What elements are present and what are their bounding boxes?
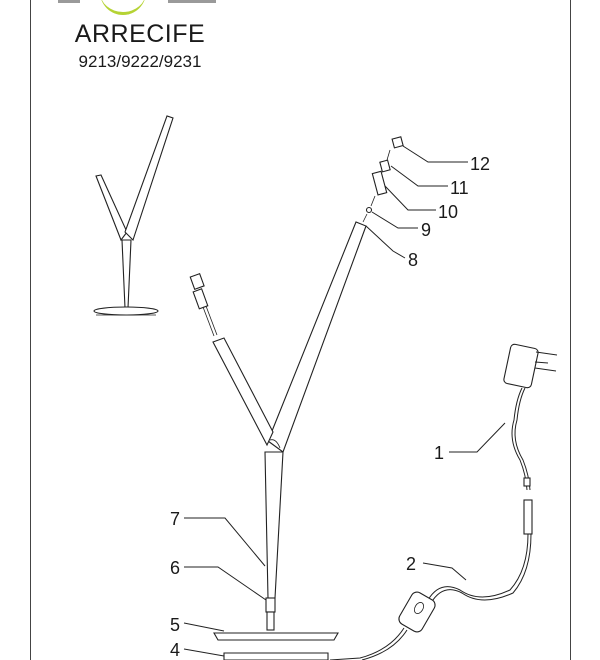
callout-6: 6: [170, 558, 180, 578]
part-12-cap: [391, 136, 404, 149]
callout-2: 2: [406, 554, 416, 574]
part-4-base: [223, 652, 329, 660]
part-5-base-plate: [213, 632, 339, 641]
preview-lamp: [93, 115, 174, 316]
power-cord: [419, 533, 529, 613]
callout-10: 10: [438, 202, 458, 222]
callout-5: 5: [170, 615, 180, 635]
lamp-left-arm: [212, 337, 274, 447]
callout-8: 8: [408, 250, 418, 270]
stem-connector: [265, 597, 276, 613]
logo-mark-right: [168, 0, 216, 3]
adapter-body: [503, 343, 539, 389]
callout-12: 12: [470, 154, 490, 174]
callout-4: 4: [170, 640, 180, 660]
left-led-module: [189, 272, 218, 337]
part-9-ring: [365, 206, 373, 214]
adapter-cable: [511, 387, 528, 491]
part-10-driver: [371, 170, 388, 196]
preview-lamp-stem: [121, 239, 132, 309]
adapter-plug-tip: [523, 477, 531, 487]
lamp-right-arm: [267, 221, 367, 453]
callout-11: 11: [450, 178, 469, 198]
inline-switch: [398, 591, 436, 633]
main-lamp: [189, 221, 367, 631]
power-adapter: [329, 343, 558, 660]
logo-arc: [100, 0, 146, 15]
preview-lamp-base: [93, 306, 159, 316]
part-11-led: [379, 159, 391, 173]
model-codes: 9213/9222/9231: [78, 52, 202, 71]
preview-lamp-right-arm: [124, 115, 174, 242]
exploded-head-parts: [362, 136, 404, 223]
page-border-left: [30, 0, 31, 660]
leader-lines: [183, 145, 506, 657]
callout-7: 7: [170, 509, 180, 529]
callout-labels: 12 11 10 9 8 1 2 7 6 5 4: [170, 154, 490, 660]
callout-9: 9: [421, 220, 431, 240]
cable-connector: [523, 499, 533, 535]
logo-mark-left: [58, 0, 80, 3]
product-title: ARRECIFE: [74, 20, 206, 48]
page-border-right: [570, 0, 571, 660]
lamp-stem: [264, 451, 284, 599]
preview-lamp-left-arm: [95, 174, 128, 242]
callout-1: 1: [434, 443, 444, 463]
lamp-base: [213, 632, 339, 660]
